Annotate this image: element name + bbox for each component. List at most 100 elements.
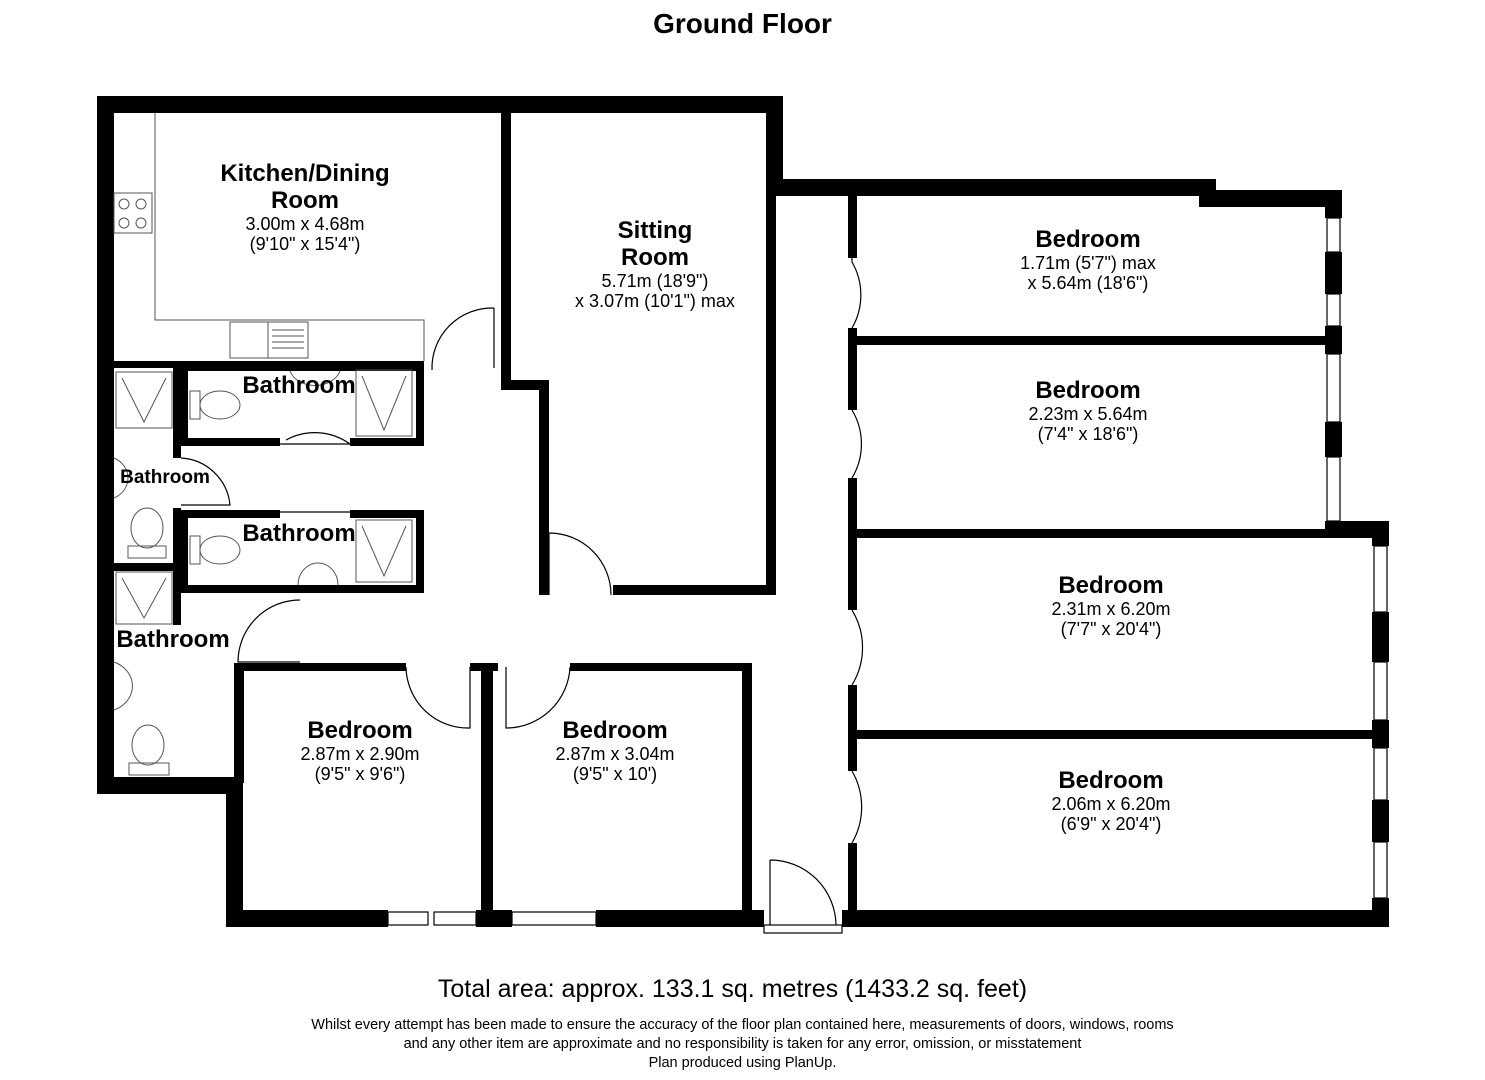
room-dimensions: (6'9" x 20'4") [1060,814,1162,834]
room-dimensions: 2.87m x 2.90m [300,744,420,764]
hob-ring [135,217,147,229]
wall-right-upper-d [1325,422,1342,457]
wall-bath2-right-b [173,508,181,571]
page-title: Ground Floor [653,8,832,39]
wall-bath1-frame-top [180,361,424,371]
wall-bed2-bottom [848,529,1388,538]
shower-icon [355,369,413,437]
room-name: Bathroom [242,372,356,399]
room-name: Bedroom [562,717,668,744]
room-name: Bedroom [1058,767,1164,794]
door-kitchen [431,307,495,371]
wall-sitting-right [766,113,776,595]
wall-corridor-right-b [848,328,857,410]
room-name: Room [270,187,339,214]
room-bedroom-5: Bedroom 2.87m x 2.90m (9'5" x 9'6") [300,717,419,784]
wall-bed5-right [481,663,493,927]
disclaimer: Whilst every attempt has been made to en… [0,1016,1485,1073]
room-bedroom-3: Bedroom 2.31m x 6.20m (7'7" x 20'4") [1051,572,1170,639]
shower-lines [361,525,407,578]
wall-corridor-right-a [848,196,857,258]
room-name: Bedroom [1035,226,1141,253]
room-bedroom-2: Bedroom 2.23m x 5.64m (7'4" x 18'6") [1028,377,1147,444]
room-name: Room [620,244,689,271]
doors [180,258,864,934]
wall-top-right-2 [1199,190,1341,207]
wall-right-upper-b [1325,252,1342,294]
wall-sitting-step [501,380,549,390]
room-dimensions: 2.06m x 6.20m [1051,794,1171,814]
door-bath2 [180,457,231,506]
wall-sitting-left-lower [539,380,549,595]
shower-lines [361,375,407,432]
door-bed6 [505,666,571,729]
window-bed2-a [1326,353,1341,423]
shower-icon [115,571,173,625]
toilet-cistern [189,390,201,420]
room-dimensions: x 3.07m (10'1") max [575,291,735,311]
hob-ring [118,198,130,210]
wall-sitting-left [501,113,511,385]
room-bathroom-2: Bathroom [120,467,210,489]
walls [97,96,1389,927]
door-bed1 [851,258,862,329]
room-bedroom-4: Bedroom 2.06m x 6.20m (6'9" x 20'4") [1051,767,1170,834]
room-sitting: Sitting Room 5.71m (18'9") x 3.07m (10'1… [575,217,735,311]
wall-bath1-bottom-a [180,438,280,446]
wall-bath1-left [180,368,188,446]
wall-bath3-left [180,510,188,592]
room-bathroom-1: Bathroom [242,372,355,399]
room-kitchen-dining: Kitchen/Dining Room 3.00m x 4.68m (9'10"… [220,160,389,254]
door-entrance-step [763,924,843,934]
wall-right-lower-b [1372,612,1389,662]
room-name: Bedroom [1058,572,1164,599]
wall-bed6-top [570,663,752,671]
room-dimensions: (9'5" x 9'6") [314,764,406,784]
room-name: Bedroom [1035,377,1141,404]
room-dimensions: 1.71m (5'7") max [1020,253,1156,273]
wall-bath3-right [416,510,424,592]
toilet-icon [199,535,241,565]
wall-bed3-bottom [848,730,1388,739]
window-bed3-b [1373,661,1388,721]
wall-bed1-bottom [848,336,1342,345]
room-name: Kitchen/Dining [220,160,390,187]
room-dimensions: 5.71m (18'9") [601,271,709,291]
basin-icon [297,562,339,586]
shower-lines [121,377,167,424]
wall-bath3-top-b [350,510,424,518]
wall-bed5-left [234,663,244,783]
window-bed5-b [433,911,477,926]
door-bath4 [237,599,301,663]
wall-right-upper-a [1325,190,1342,218]
hob-ring [135,198,147,210]
room-dimensions: (9'5" x 10') [572,764,658,784]
disclaimer-line: and any other item are approximate and n… [403,1036,1082,1052]
basin-icon [113,457,129,499]
toilet-icon [130,507,164,549]
wall-bottom-left-step [97,777,237,794]
door-bath1 [280,432,351,445]
wall-corridor-right-e [848,843,857,927]
room-bedroom-1: Bedroom 1.71m (5'7") max x 5.64m (18'6") [1020,226,1156,293]
door-entrance [769,859,842,928]
disclaimer-line: Plan produced using PlanUp. [648,1055,837,1071]
door-sitting [548,532,612,596]
wall-right-lower-d [1372,800,1389,842]
window-bed1-b [1326,293,1341,327]
door-bed2 [851,409,862,479]
basin-icon [289,370,341,387]
room-name: Sitting [617,217,693,244]
wall-bath3-bottom [180,585,424,593]
fixtures [113,113,425,776]
room-dimensions: x 5.64m (18'6") [1027,273,1149,293]
room-name: Bathroom [120,467,210,488]
room-bedroom-6: Bedroom 2.87m x 3.04m (9'5" x 10') [555,717,674,784]
wall-bottom-c [596,910,764,927]
toilet-cistern [189,535,201,565]
room-dimensions: (7'7" x 20'4") [1060,619,1162,639]
kitchen-worktop [154,113,425,361]
room-dimensions: 2.23m x 5.64m [1028,404,1148,424]
disclaimer-line: Whilst every attempt has been made to en… [311,1017,1174,1033]
